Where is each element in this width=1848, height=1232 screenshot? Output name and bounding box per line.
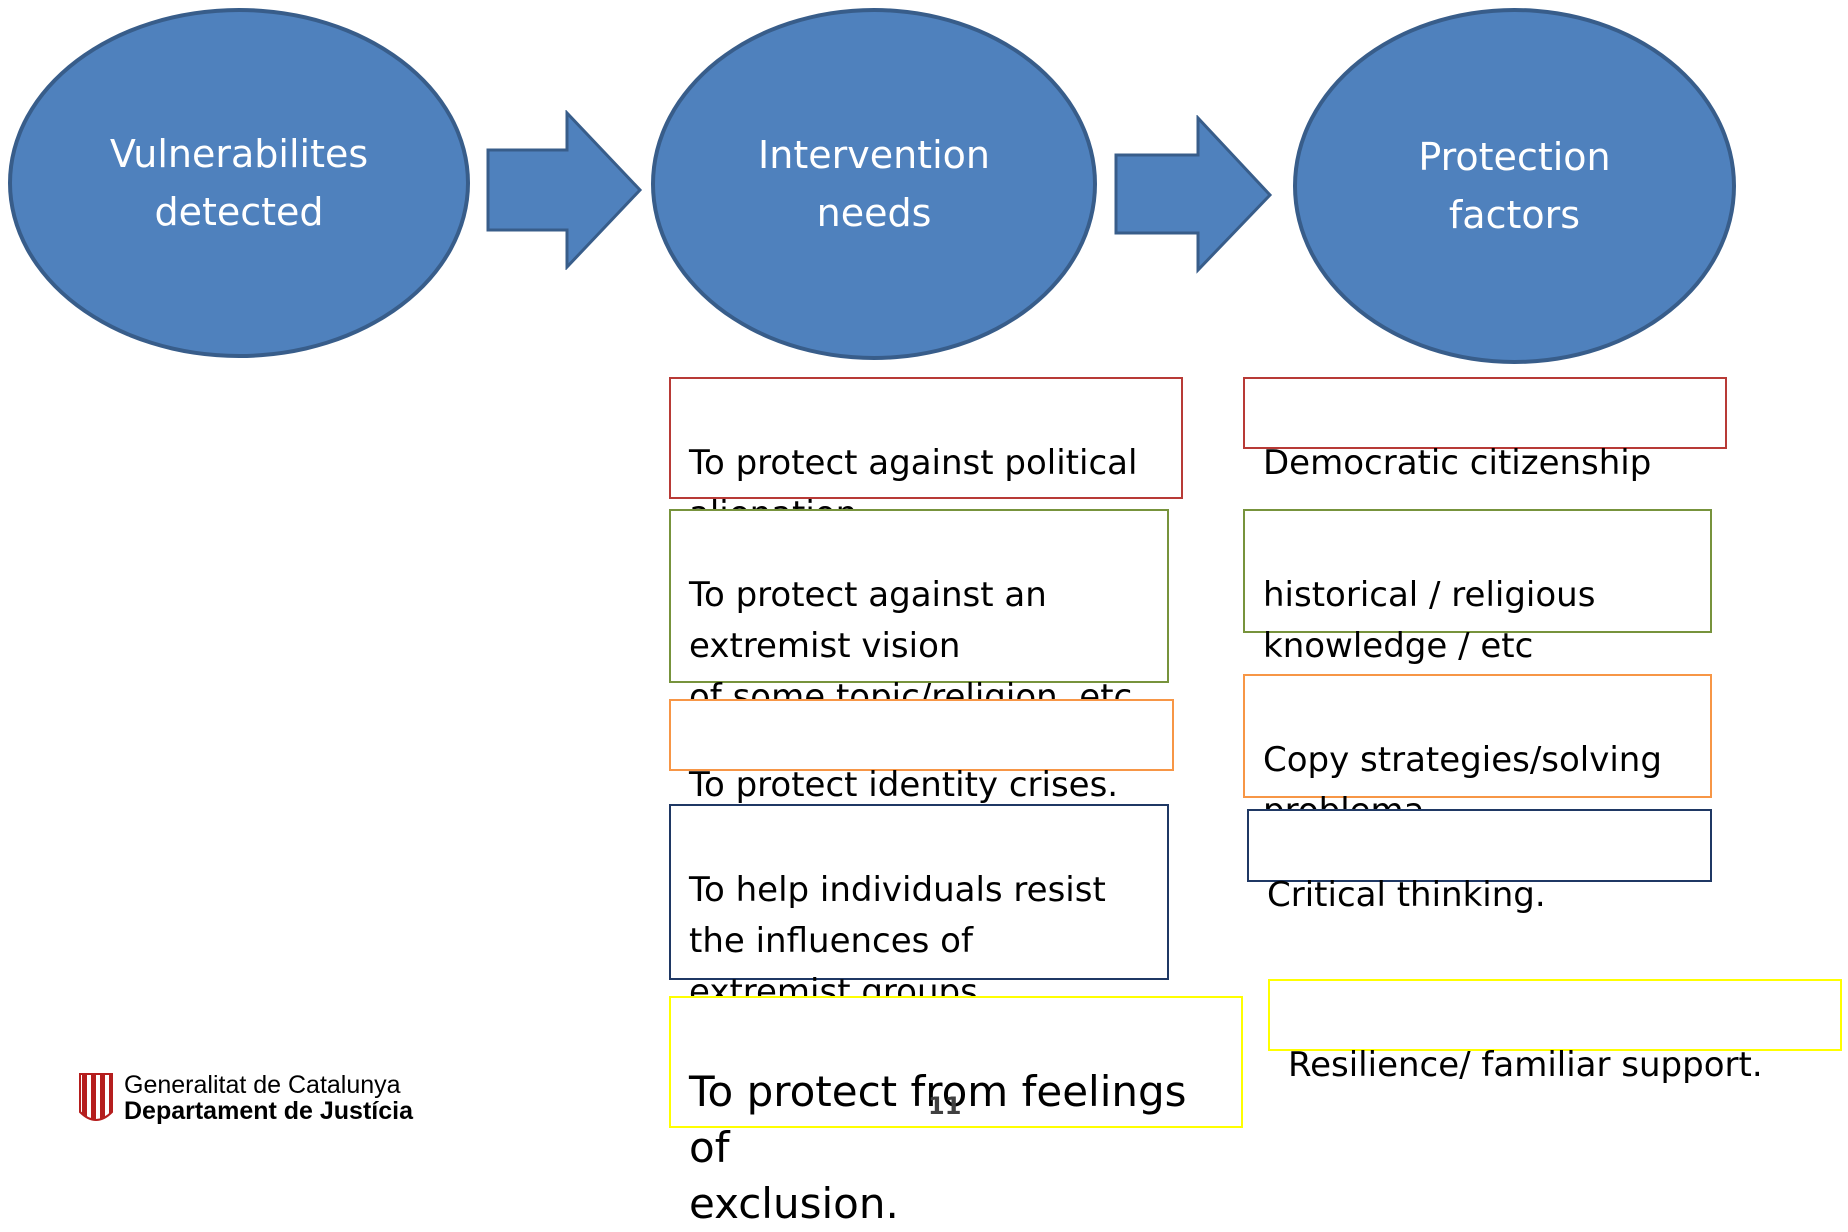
protection-factor-box: Resilience/ familiar support. bbox=[1268, 979, 1842, 1085]
logo-line-1: Generalitat de Catalunya bbox=[124, 1071, 401, 1099]
intervention-need-box: To protect from feelings of exclusion. bbox=[669, 996, 1243, 1228]
stage-protection-label: Protection factors bbox=[1418, 135, 1611, 237]
stage-intervention-ellipse: Intervention needs bbox=[651, 8, 1097, 360]
protection-factor-text: Democratic citizenship bbox=[1263, 443, 1652, 483]
intervention-need-box: To help individuals resist the influence… bbox=[669, 804, 1169, 1012]
protection-factor-box: Critical thinking. bbox=[1247, 809, 1712, 915]
protection-factor-text: Critical thinking. bbox=[1267, 875, 1546, 915]
intervention-need-text: To protect against an extremist vision o… bbox=[689, 575, 1133, 717]
logo-line-2: Departament de Justícia bbox=[124, 1097, 413, 1125]
arrow-right-icon bbox=[486, 110, 643, 270]
arrow-right-icon bbox=[1114, 115, 1273, 274]
stage-intervention-label: Intervention needs bbox=[758, 133, 990, 235]
page-number: 11 bbox=[928, 1092, 962, 1120]
intervention-need-text: To protect identity crises. bbox=[689, 765, 1119, 805]
protection-factor-text: Resilience/ familiar support. bbox=[1288, 1045, 1763, 1085]
protection-factor-text: historical / religious knowledge / etc bbox=[1263, 575, 1596, 666]
protection-factor-box: historical / religious knowledge / etc bbox=[1243, 509, 1712, 666]
stage-vulnerabilities-label: Vulnerabilites detected bbox=[109, 132, 369, 234]
stage-protection-ellipse: Protection factors bbox=[1293, 8, 1736, 364]
protection-factor-box: Democratic citizenship bbox=[1243, 377, 1727, 483]
intervention-need-text: To help individuals resist the influence… bbox=[689, 870, 1106, 1012]
generalitat-logo: Generalitat de Catalunya Departament de … bbox=[78, 1072, 413, 1128]
catalan-flag-emblem-icon bbox=[79, 1073, 113, 1121]
stage-vulnerabilities-ellipse: Vulnerabilites detected bbox=[8, 8, 470, 358]
protection-factor-box: Copy strategies/solving problema. bbox=[1243, 674, 1712, 831]
intervention-need-box: To protect against political alienation bbox=[669, 377, 1183, 534]
intervention-need-box: To protect identity crises. bbox=[669, 699, 1174, 805]
intervention-need-box: To protect against an extremist vision o… bbox=[669, 509, 1169, 717]
